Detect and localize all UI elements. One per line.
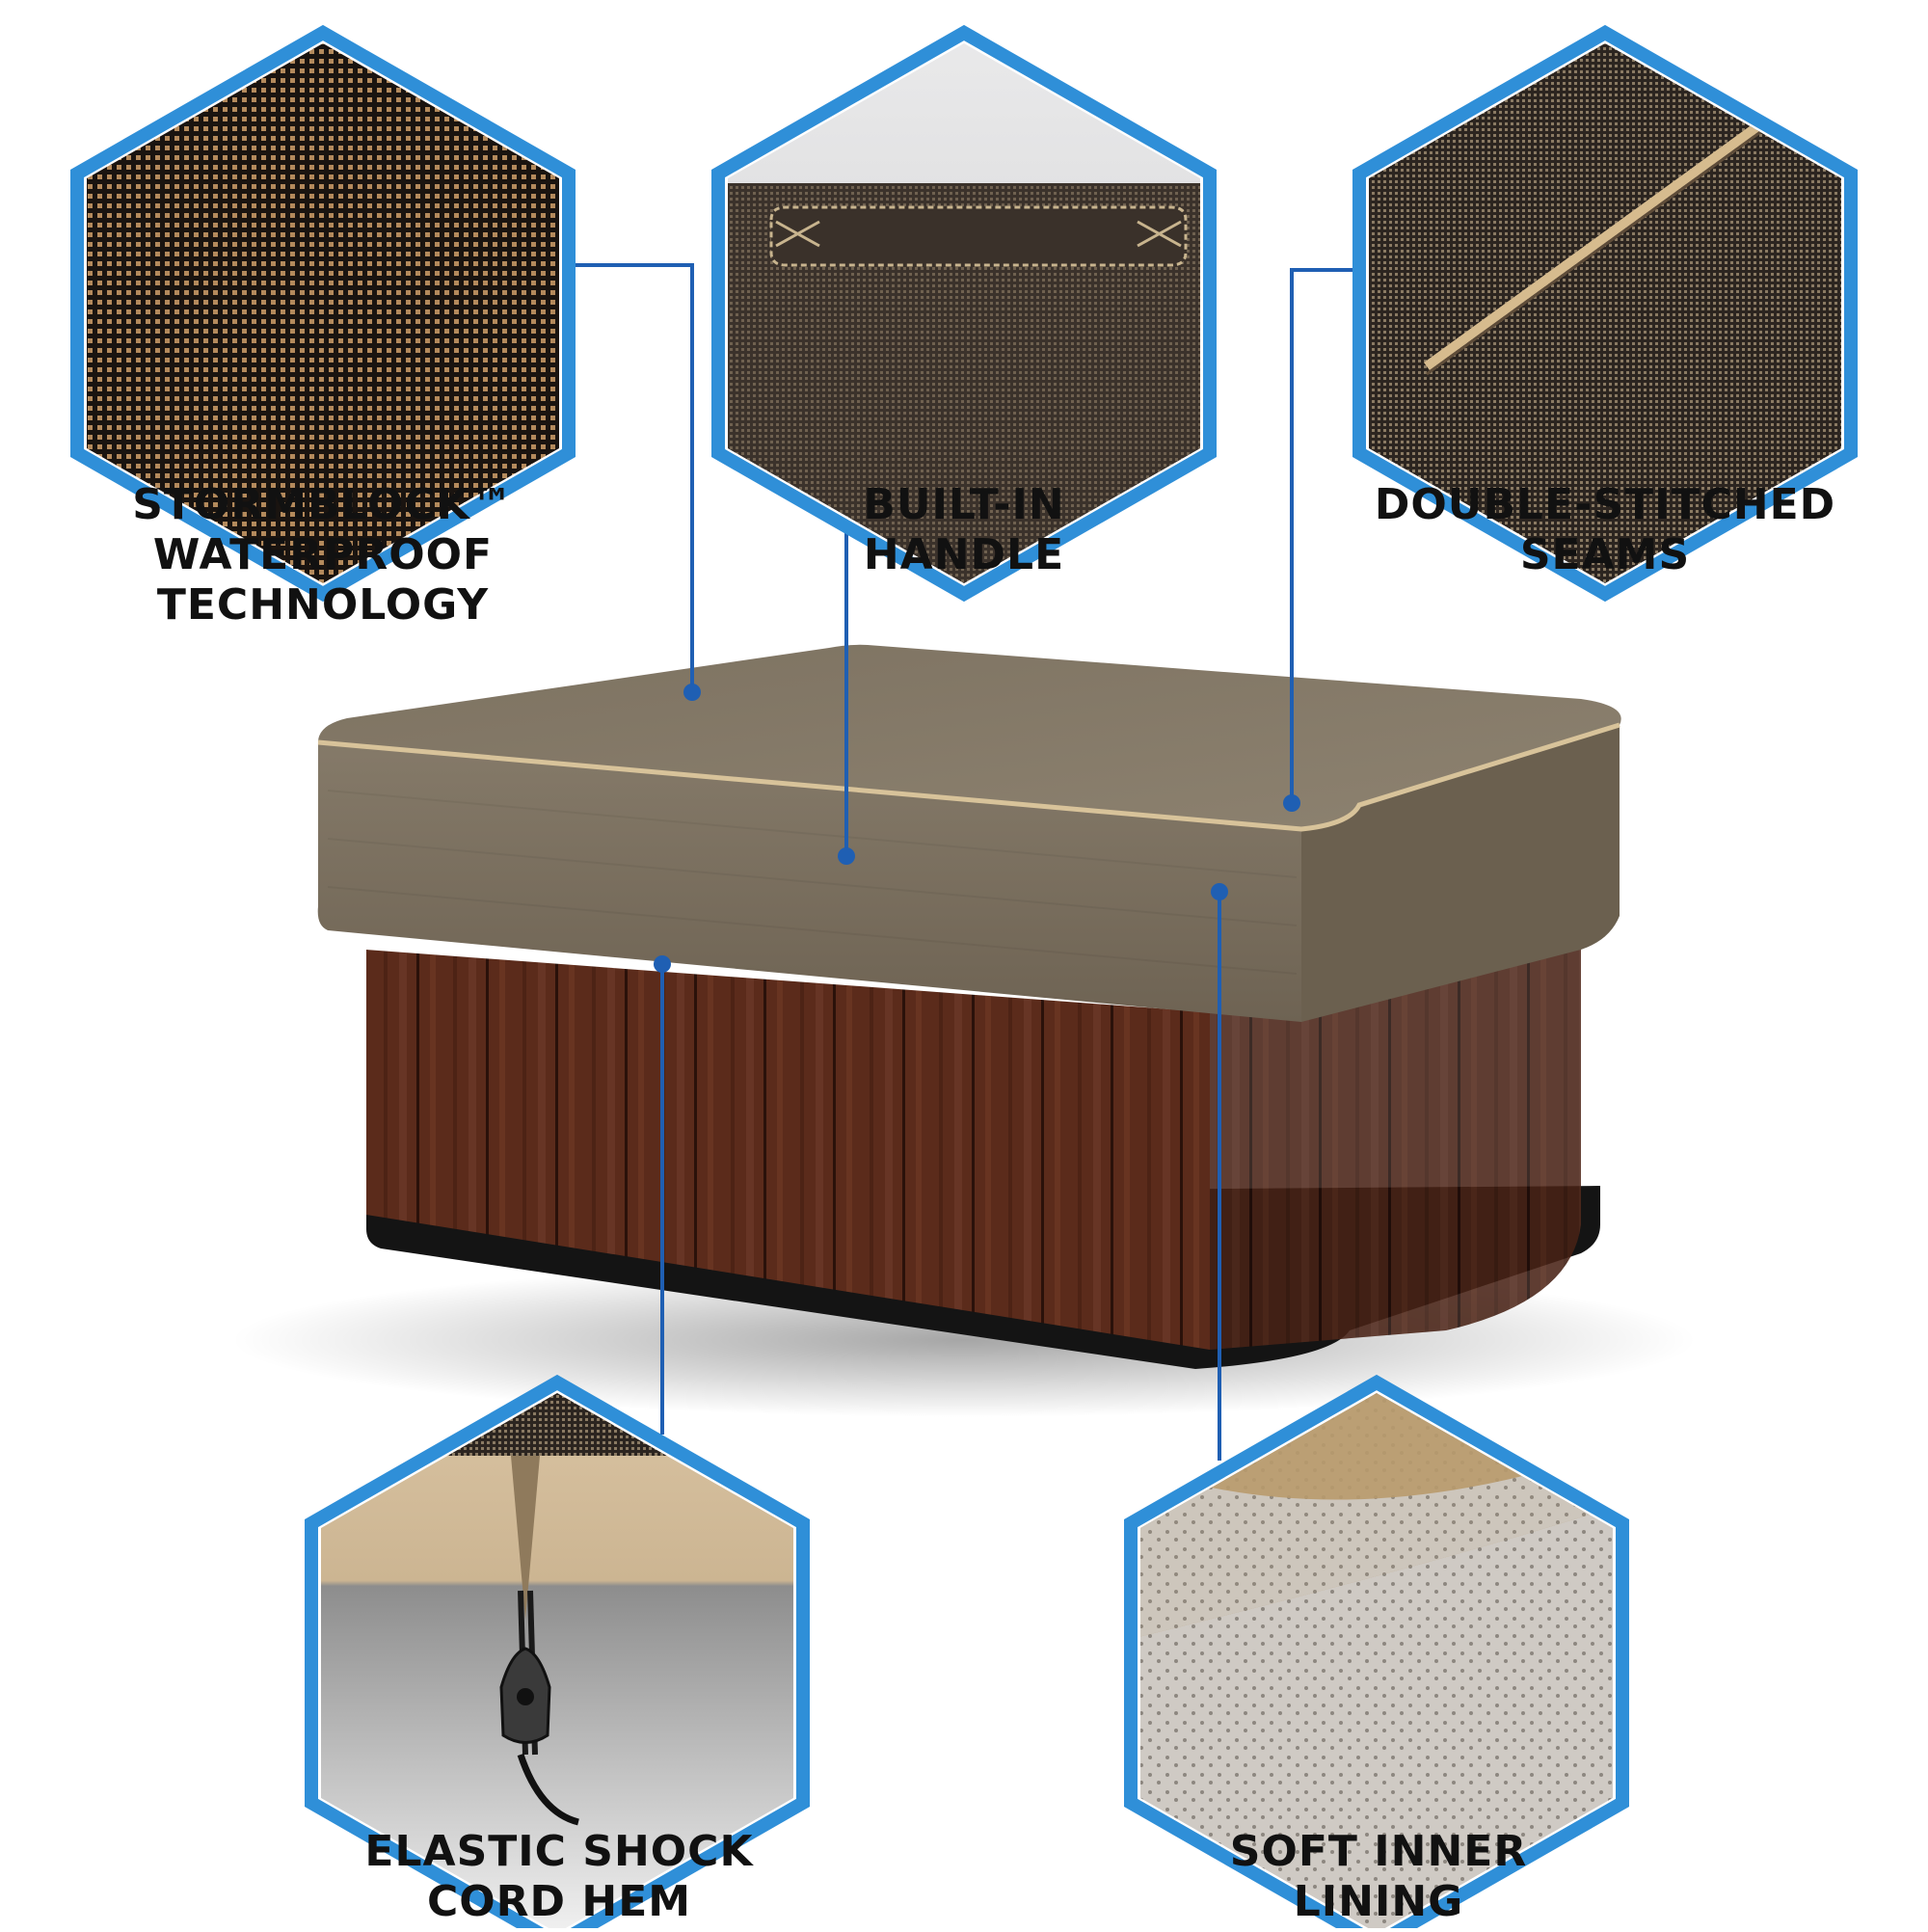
- hot-tub-cover-product: [231, 644, 1697, 1417]
- double-stitched-seams-hexagon: [1352, 24, 1858, 603]
- feature-label-lining: SOFT INNER LINING: [1157, 1827, 1600, 1927]
- shock-cord-hem-hexagon: [305, 1374, 810, 1932]
- feature-label-stormblock: STORMBLOCK™ WATERPROOF TECHNOLOGY: [19, 480, 627, 631]
- feature-label-line: STORMBLOCK™: [132, 480, 514, 529]
- feature-label-seams: DOUBLE-STITCHED SEAMS: [1350, 480, 1861, 580]
- feature-label-line: ELASTIC SHOCK: [364, 1827, 754, 1876]
- feature-label-line: SOFT INNER: [1229, 1827, 1528, 1876]
- feature-label-handle: BUILT-IN HANDLE: [776, 480, 1152, 580]
- feature-label-line: HANDLE: [863, 530, 1065, 579]
- feature-label-line: WATERPROOF TECHNOLOGY: [152, 530, 494, 630]
- feature-label-line: CORD HEM: [426, 1877, 692, 1926]
- built-in-handle-hexagon: [711, 24, 1217, 603]
- feature-label-line: SEAMS: [1519, 530, 1691, 579]
- waterproof-fabric-hexagon: [70, 24, 576, 603]
- connector-lines: [559, 263, 1369, 1461]
- connector-dots: [654, 684, 1300, 973]
- soft-inner-lining-hexagon: [1124, 1374, 1629, 1932]
- feature-label-hem: ELASTIC SHOCK CORD HEM: [318, 1827, 800, 1927]
- feature-label-line: DOUBLE-STITCHED: [1374, 480, 1836, 529]
- feature-label-line: LINING: [1293, 1877, 1464, 1926]
- feature-label-line: BUILT-IN: [863, 480, 1065, 529]
